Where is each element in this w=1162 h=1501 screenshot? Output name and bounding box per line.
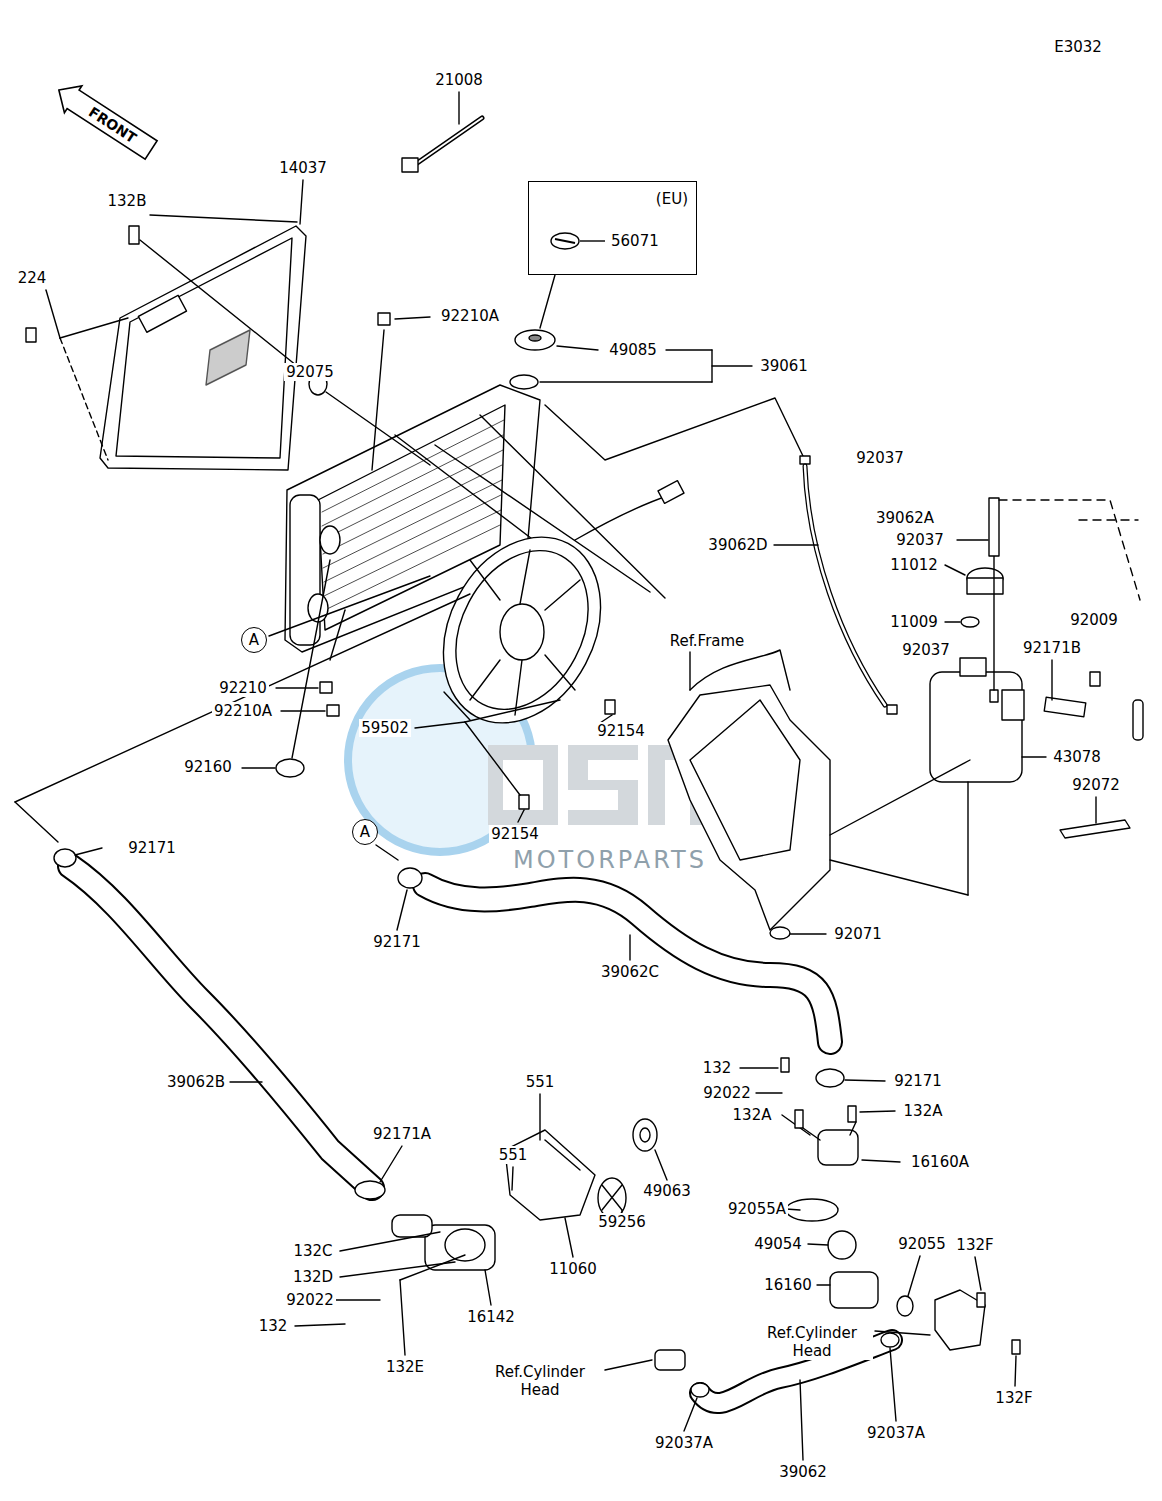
reference-circle: A [352,819,378,845]
callout-number: 92171 [371,933,423,951]
callout-number: 92071 [832,925,884,943]
callout-number: 92075 [284,363,336,381]
callout-number: 132C [291,1242,334,1260]
callout-number: 551 [497,1146,530,1164]
node-text: (EU) [654,190,690,208]
front-arrow: FRONT [49,75,161,165]
callout-number: 132A [902,1102,945,1120]
callout-number: 11009 [888,613,940,631]
callout-number: 21008 [433,71,485,89]
callout-number: 132D [291,1268,335,1286]
callout-number: 49063 [641,1182,693,1200]
callout-number: 49085 [607,341,659,359]
callout-number: 92022 [701,1084,753,1102]
callout-number: E3032 [1052,38,1104,56]
callout-number: 92171A [371,1125,433,1143]
callout-number: 92037 [854,449,906,467]
callout-number: 11060 [547,1260,599,1278]
callout-number: 14037 [277,159,329,177]
reference-circle: A [241,627,267,653]
callout-number: 59256 [596,1213,648,1231]
callout-number: 132 [257,1317,290,1335]
callout-number: 92037A [865,1424,927,1442]
callout-number: 92037A [653,1434,715,1452]
callout-number: 132A [731,1106,774,1124]
callout-number: 59502 [359,719,411,737]
callout-number: 39062A [874,509,936,527]
callout-number: 16142 [465,1308,517,1326]
callout-number: 92022 [284,1291,336,1309]
callout-number: 92037 [894,531,946,549]
node-text: A [249,631,259,649]
callout-number: 92171B [1021,639,1083,657]
node-text: 56071 [609,232,661,250]
callout-number: 132E [384,1358,426,1376]
callout-number: 92154 [489,825,541,843]
callout-number: Ref.Frame [668,632,747,650]
reference-note: Ref.Cylinder Head [751,1324,873,1360]
callout-number: 16160A [909,1153,971,1171]
callout-number: 132B [106,192,149,210]
callout-number: 92154 [595,722,647,740]
callout-number: 92072 [1070,776,1122,794]
callout-number: 132F [954,1236,995,1254]
callout-number: 39062 [777,1463,829,1481]
callout-number: 92171 [892,1072,944,1090]
callout-number: 92160 [182,758,234,776]
reference-note: Ref.Cylinder Head [479,1363,601,1399]
callout-number: 92171 [126,839,178,857]
callout-number: 551 [524,1073,557,1091]
callout-number: 39062D [706,536,769,554]
callout-number: 92055 [896,1235,948,1253]
watermark: MOTORPARTS [511,846,709,874]
node-text: A [360,823,370,841]
callout-number: 92037 [900,641,952,659]
callout-number: 92210A [439,307,501,325]
region-box: (EU) 56071 [528,181,697,275]
callout-number: 224 [16,269,49,287]
callout-number: 92210A [212,702,274,720]
callout-number: 11012 [888,556,940,574]
callout-number: 39062C [599,963,661,981]
callout-number: 92210 [217,679,269,697]
callout-number: 132 [701,1059,734,1077]
callout-number: 132F [993,1389,1034,1407]
callout-number: 39062B [165,1073,227,1091]
callout-number: 92055A [726,1200,788,1218]
callout-number: 49054 [752,1235,804,1253]
callout-number: 92009 [1068,611,1120,629]
callout-number: 39061 [758,357,810,375]
callout-number: 43078 [1051,748,1103,766]
callout-number: 16160 [762,1276,814,1294]
